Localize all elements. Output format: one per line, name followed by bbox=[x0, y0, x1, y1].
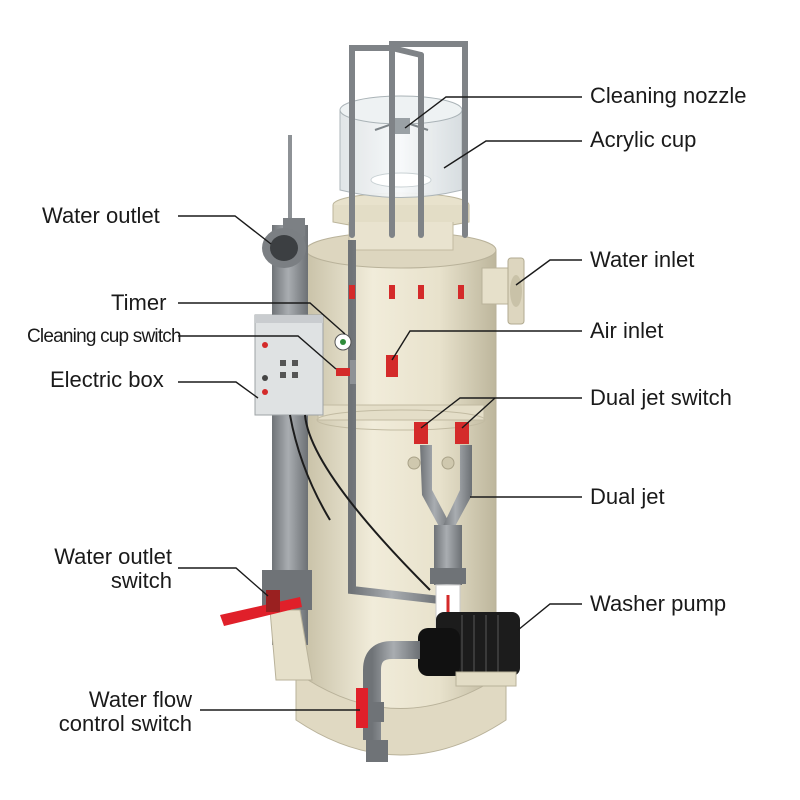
leader-water-inlet bbox=[515, 259, 582, 286]
timer-gauge bbox=[334, 333, 356, 384]
leader-electric-box bbox=[178, 381, 259, 399]
label-water-flow-control-switch: Water flow control switch bbox=[59, 688, 192, 736]
electric-box bbox=[254, 314, 431, 591]
label-cleaning-cup-switch: Cleaning cup switch bbox=[27, 326, 182, 347]
leader-air-inlet bbox=[391, 330, 582, 361]
riser-markers bbox=[349, 285, 464, 299]
label-dual-jet: Dual jet bbox=[590, 484, 665, 509]
water-flow-pipe bbox=[356, 641, 420, 762]
nozzle-frame bbox=[349, 41, 468, 238]
leader-dual-jet-switch bbox=[420, 397, 582, 429]
leader-acrylic-cup bbox=[443, 140, 582, 169]
label-electric-box: Electric box bbox=[50, 367, 164, 392]
cup-collar bbox=[332, 192, 470, 251]
label-water-outlet-switch-line-2: switch bbox=[110, 568, 172, 593]
label-washer-pump: Washer pump bbox=[590, 591, 727, 616]
leader-cleaning-cup-switch bbox=[178, 335, 337, 370]
leader-cleaning-nozzle bbox=[404, 96, 582, 129]
water-outlet-pipe bbox=[262, 135, 313, 681]
water-inlet-flange bbox=[481, 257, 525, 325]
label-water-inlet: Water inlet bbox=[590, 247, 695, 272]
leader-timer bbox=[178, 302, 346, 335]
acrylic-cup bbox=[339, 95, 463, 198]
label-water-flow-control-switch-line-1: Water flow bbox=[88, 687, 192, 712]
water-outlet-valve-handle bbox=[220, 590, 302, 626]
air-inlet-valve bbox=[386, 355, 398, 377]
label-water-outlet: Water outlet bbox=[42, 203, 160, 228]
air-risers bbox=[348, 240, 465, 604]
leader-water-outlet bbox=[178, 215, 272, 245]
label-cleaning-nozzle: Cleaning nozzle bbox=[590, 83, 747, 108]
label-water-flow-control-switch-line-2: control switch bbox=[58, 711, 192, 736]
label-water-outlet-switch-line-1: Water outlet bbox=[54, 544, 172, 569]
leader-washer-pump bbox=[517, 603, 582, 631]
body-ports bbox=[407, 456, 455, 470]
label-acrylic-cup: Acrylic cup bbox=[590, 127, 697, 152]
leader-dual-jet-switch-2 bbox=[461, 397, 496, 429]
washer-pump bbox=[418, 612, 520, 687]
label-water-outlet-switch: Water outlet switch bbox=[54, 545, 172, 593]
label-timer: Timer bbox=[111, 290, 167, 315]
label-air-inlet: Air inlet bbox=[590, 318, 664, 343]
leader-lines bbox=[178, 96, 582, 711]
dual-jet-valves bbox=[414, 422, 469, 444]
leader-water-outlet-switch bbox=[178, 567, 269, 597]
label-dual-jet-switch: Dual jet switch bbox=[590, 385, 732, 410]
